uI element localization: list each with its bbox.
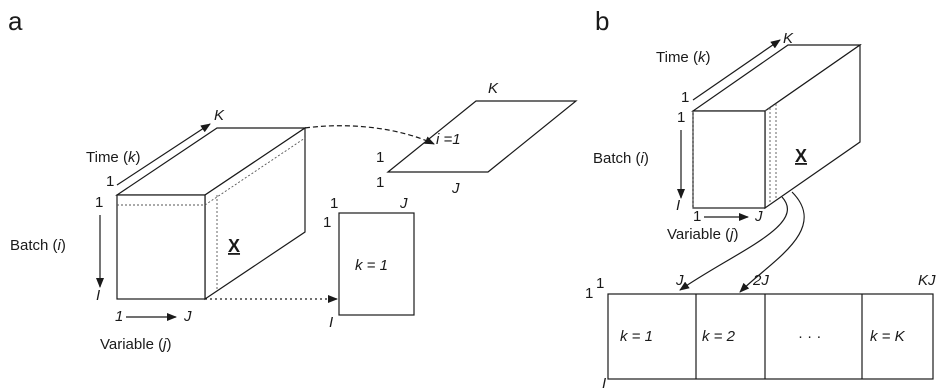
index-one: 1	[693, 208, 701, 225]
slice-i-parallelogram	[386, 100, 578, 173]
time-axis-label: Time (k)	[656, 49, 710, 66]
slice-i-connector	[304, 125, 435, 145]
panel-a-label: a	[8, 6, 23, 36]
panel-a: a X Time (k) K 1 Batch (i) 1 I 1 J Varia…	[8, 6, 578, 353]
slice-k-rectangle	[338, 212, 415, 316]
unfold-tick-2j: 2J	[752, 272, 769, 289]
unfolded-matrix	[607, 293, 934, 380]
cube-b	[691, 43, 862, 210]
dim-i-label: I	[676, 197, 680, 214]
variable-axis-label: Variable (j)	[100, 336, 171, 353]
cube-a-slice-line	[204, 137, 306, 206]
index-one: 1	[330, 195, 338, 212]
slice-k-label: k = 1	[355, 257, 388, 274]
dim-k-label: K	[214, 107, 225, 124]
cube-a	[115, 126, 307, 301]
dim-j-label: J	[183, 308, 192, 325]
unfold-cell-label: k = K	[870, 328, 906, 345]
time-axis-arrow	[116, 123, 211, 186]
dim-k-label: K	[488, 80, 499, 97]
cube-a-label: X	[228, 236, 240, 256]
unfold-cell-label: · · ·	[798, 328, 821, 345]
unfold-cell-label: k = 2	[702, 328, 736, 345]
cube-b-front-face	[692, 110, 766, 209]
batch-axis-label: Batch (i)	[10, 237, 66, 254]
time-axis-label: Time (k)	[86, 149, 140, 166]
index-one: 1	[95, 194, 103, 211]
unfold-tick-j: J	[675, 272, 684, 289]
cube-b-label: X	[795, 146, 807, 166]
unfold-arrow-2	[739, 191, 805, 293]
variable-axis-label: Variable (j)	[667, 226, 738, 243]
index-one: 1	[681, 89, 689, 106]
index-one: 1	[323, 214, 331, 231]
index-one: 1	[677, 109, 685, 126]
time-axis-arrow	[692, 39, 781, 101]
dim-i-label: I	[329, 314, 333, 331]
index-one: 1	[585, 285, 593, 302]
batch-axis-label: Batch (i)	[593, 150, 649, 167]
slice-i-label: i =1	[436, 131, 461, 148]
dim-j-label: J	[451, 180, 460, 197]
unfold-cell-label: k = 1	[620, 328, 653, 345]
dim-i-label: I	[602, 375, 606, 390]
index-one: 1	[376, 149, 384, 166]
cube-a-front-face	[116, 194, 206, 300]
dim-j-label: J	[754, 208, 763, 225]
index-one: 1	[106, 173, 114, 190]
index-one: 1	[115, 308, 123, 325]
unfold-arrow-1	[679, 196, 789, 291]
panel-b: b X Time (k) K 1 Batch (i) 1 I 1 J Varia…	[585, 6, 936, 390]
dim-i-label: I	[96, 287, 100, 304]
dim-k-label: K	[783, 30, 794, 47]
dim-j-label: J	[399, 195, 408, 212]
index-one: 1	[376, 174, 384, 191]
index-one: 1	[596, 275, 604, 292]
panel-b-label: b	[595, 6, 609, 36]
unfold-tick-kj: KJ	[918, 272, 936, 289]
